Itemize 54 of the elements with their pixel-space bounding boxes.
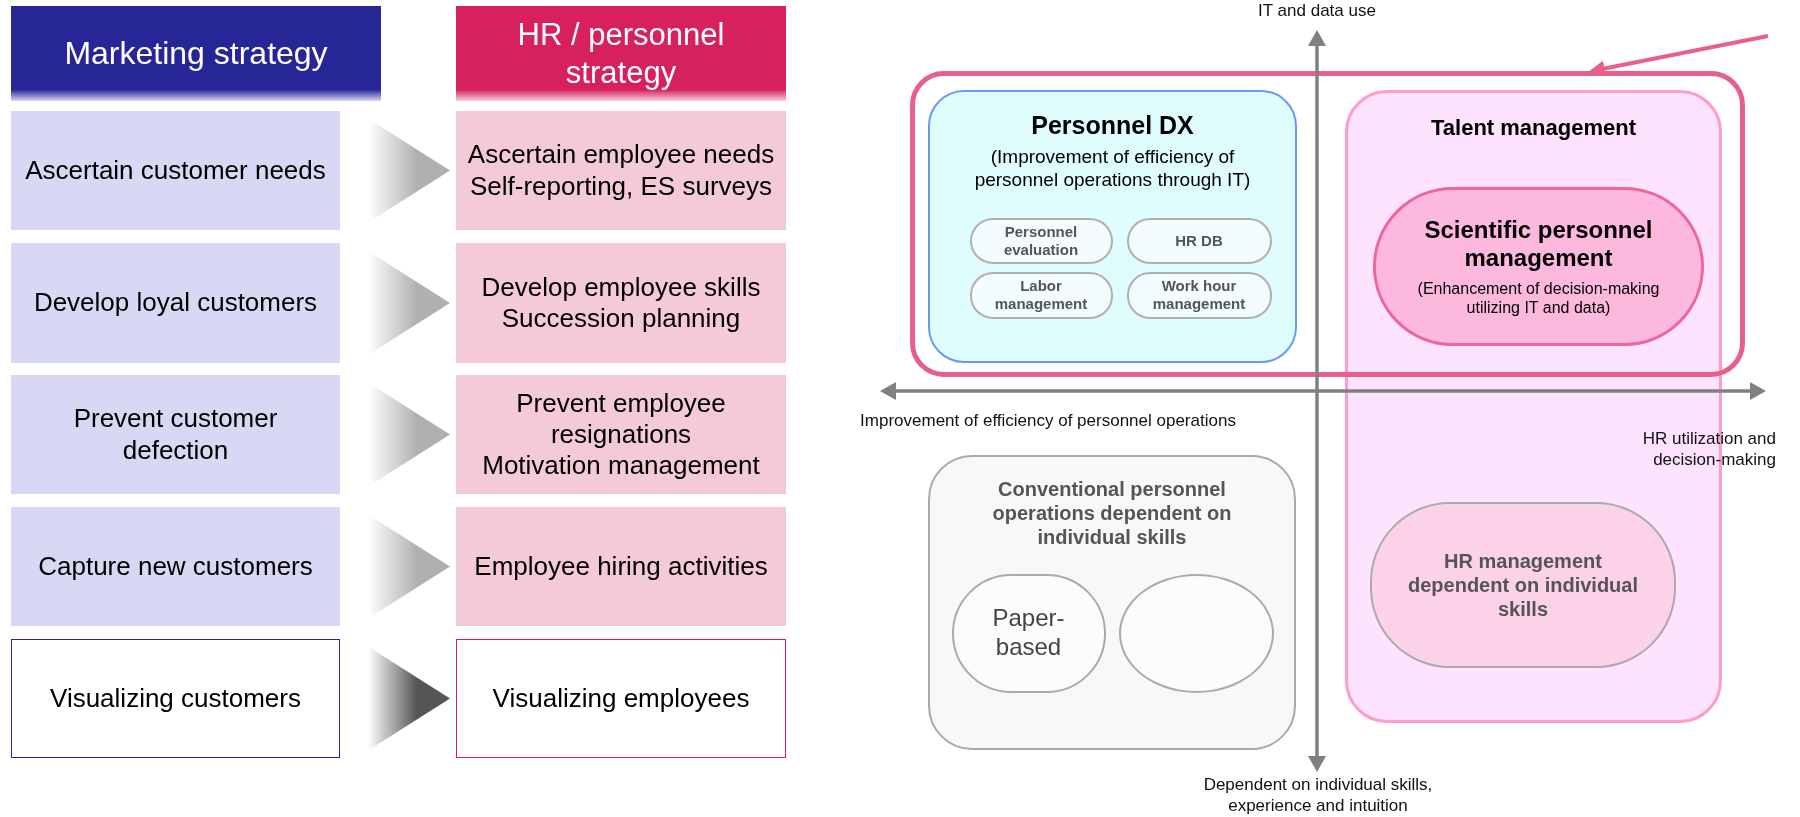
node-title: Talent management [1430, 115, 1637, 142]
strategy-box [456, 111, 786, 230]
strategy-box [11, 507, 340, 626]
node-title: Conventional personnel operations dependent on individual skills [991, 477, 1233, 549]
header-bar [456, 6, 786, 101]
node-title: Visualizing employees [491, 682, 751, 715]
node-title: Work hour management [1151, 277, 1247, 313]
axis-label: IT and data use [1257, 0, 1377, 22]
node-title: Visualizing customers [49, 682, 302, 715]
node-title: HR management dependent on individual skills [1407, 549, 1639, 621]
node-title: Ascertain employee needs [466, 139, 776, 171]
node-subtitle: (Improvement of efficiency of personnel operations through IT) [973, 146, 1252, 192]
strategy-box [456, 243, 786, 363]
header-bar [11, 6, 381, 101]
node-title: Personnel evaluation [1002, 222, 1080, 259]
strategy-box [11, 639, 340, 758]
node-title: Develop employee skills [480, 271, 762, 303]
node-subtitle: Self-reporting, ES surveys [469, 170, 773, 202]
chevron-arrow [368, 118, 450, 223]
node-title: HR DB [1174, 231, 1224, 250]
node-title: Ascertain customer needs [24, 154, 327, 187]
tag-pill [969, 217, 1113, 264]
node-title: Scientific personnel management [1423, 215, 1654, 274]
axis-label: HR utilization and decision-making [1641, 428, 1776, 471]
node-title: Employee hiring activities [473, 550, 769, 583]
strategy-box [11, 243, 340, 363]
tag-pill [1126, 271, 1272, 319]
axis-label: Improvement of efficiency of personnel operations [859, 410, 1237, 432]
strategy-box [456, 507, 786, 626]
node-title: Develop loyal customers [32, 287, 319, 319]
strategy-box [11, 375, 340, 494]
axis-label: Dependent on individual skills, experience and intuition [1202, 774, 1434, 817]
node-title: Personnel DX [1030, 110, 1195, 140]
node-title: HR / personnel strategy [516, 16, 726, 91]
tag-pill [1126, 217, 1272, 264]
strategy-box [11, 111, 340, 230]
category-panel [928, 90, 1297, 363]
node-title: Capture new customers [37, 550, 314, 583]
strategy-box [456, 639, 786, 758]
node-title: Prevent customer defection [72, 403, 279, 466]
node-subtitle: Motivation management [481, 450, 761, 482]
chevron-arrow [368, 646, 450, 751]
chevron-arrow [368, 514, 450, 619]
node-subtitle: (Enhancement of decision-making utilizing IT and data) [1416, 279, 1661, 318]
strategy-box [456, 375, 786, 494]
node-subtitle: Succession planning [500, 303, 742, 335]
node-title: Labor management [993, 277, 1089, 313]
node-title: Prevent employee resignations [515, 387, 727, 451]
tag-pill [969, 271, 1113, 319]
chevron-arrow [368, 382, 450, 487]
category-panel [928, 455, 1296, 750]
node-title: Paper-based [991, 604, 1066, 662]
chevron-arrow [368, 251, 450, 355]
node-title: Marketing strategy [63, 34, 329, 73]
